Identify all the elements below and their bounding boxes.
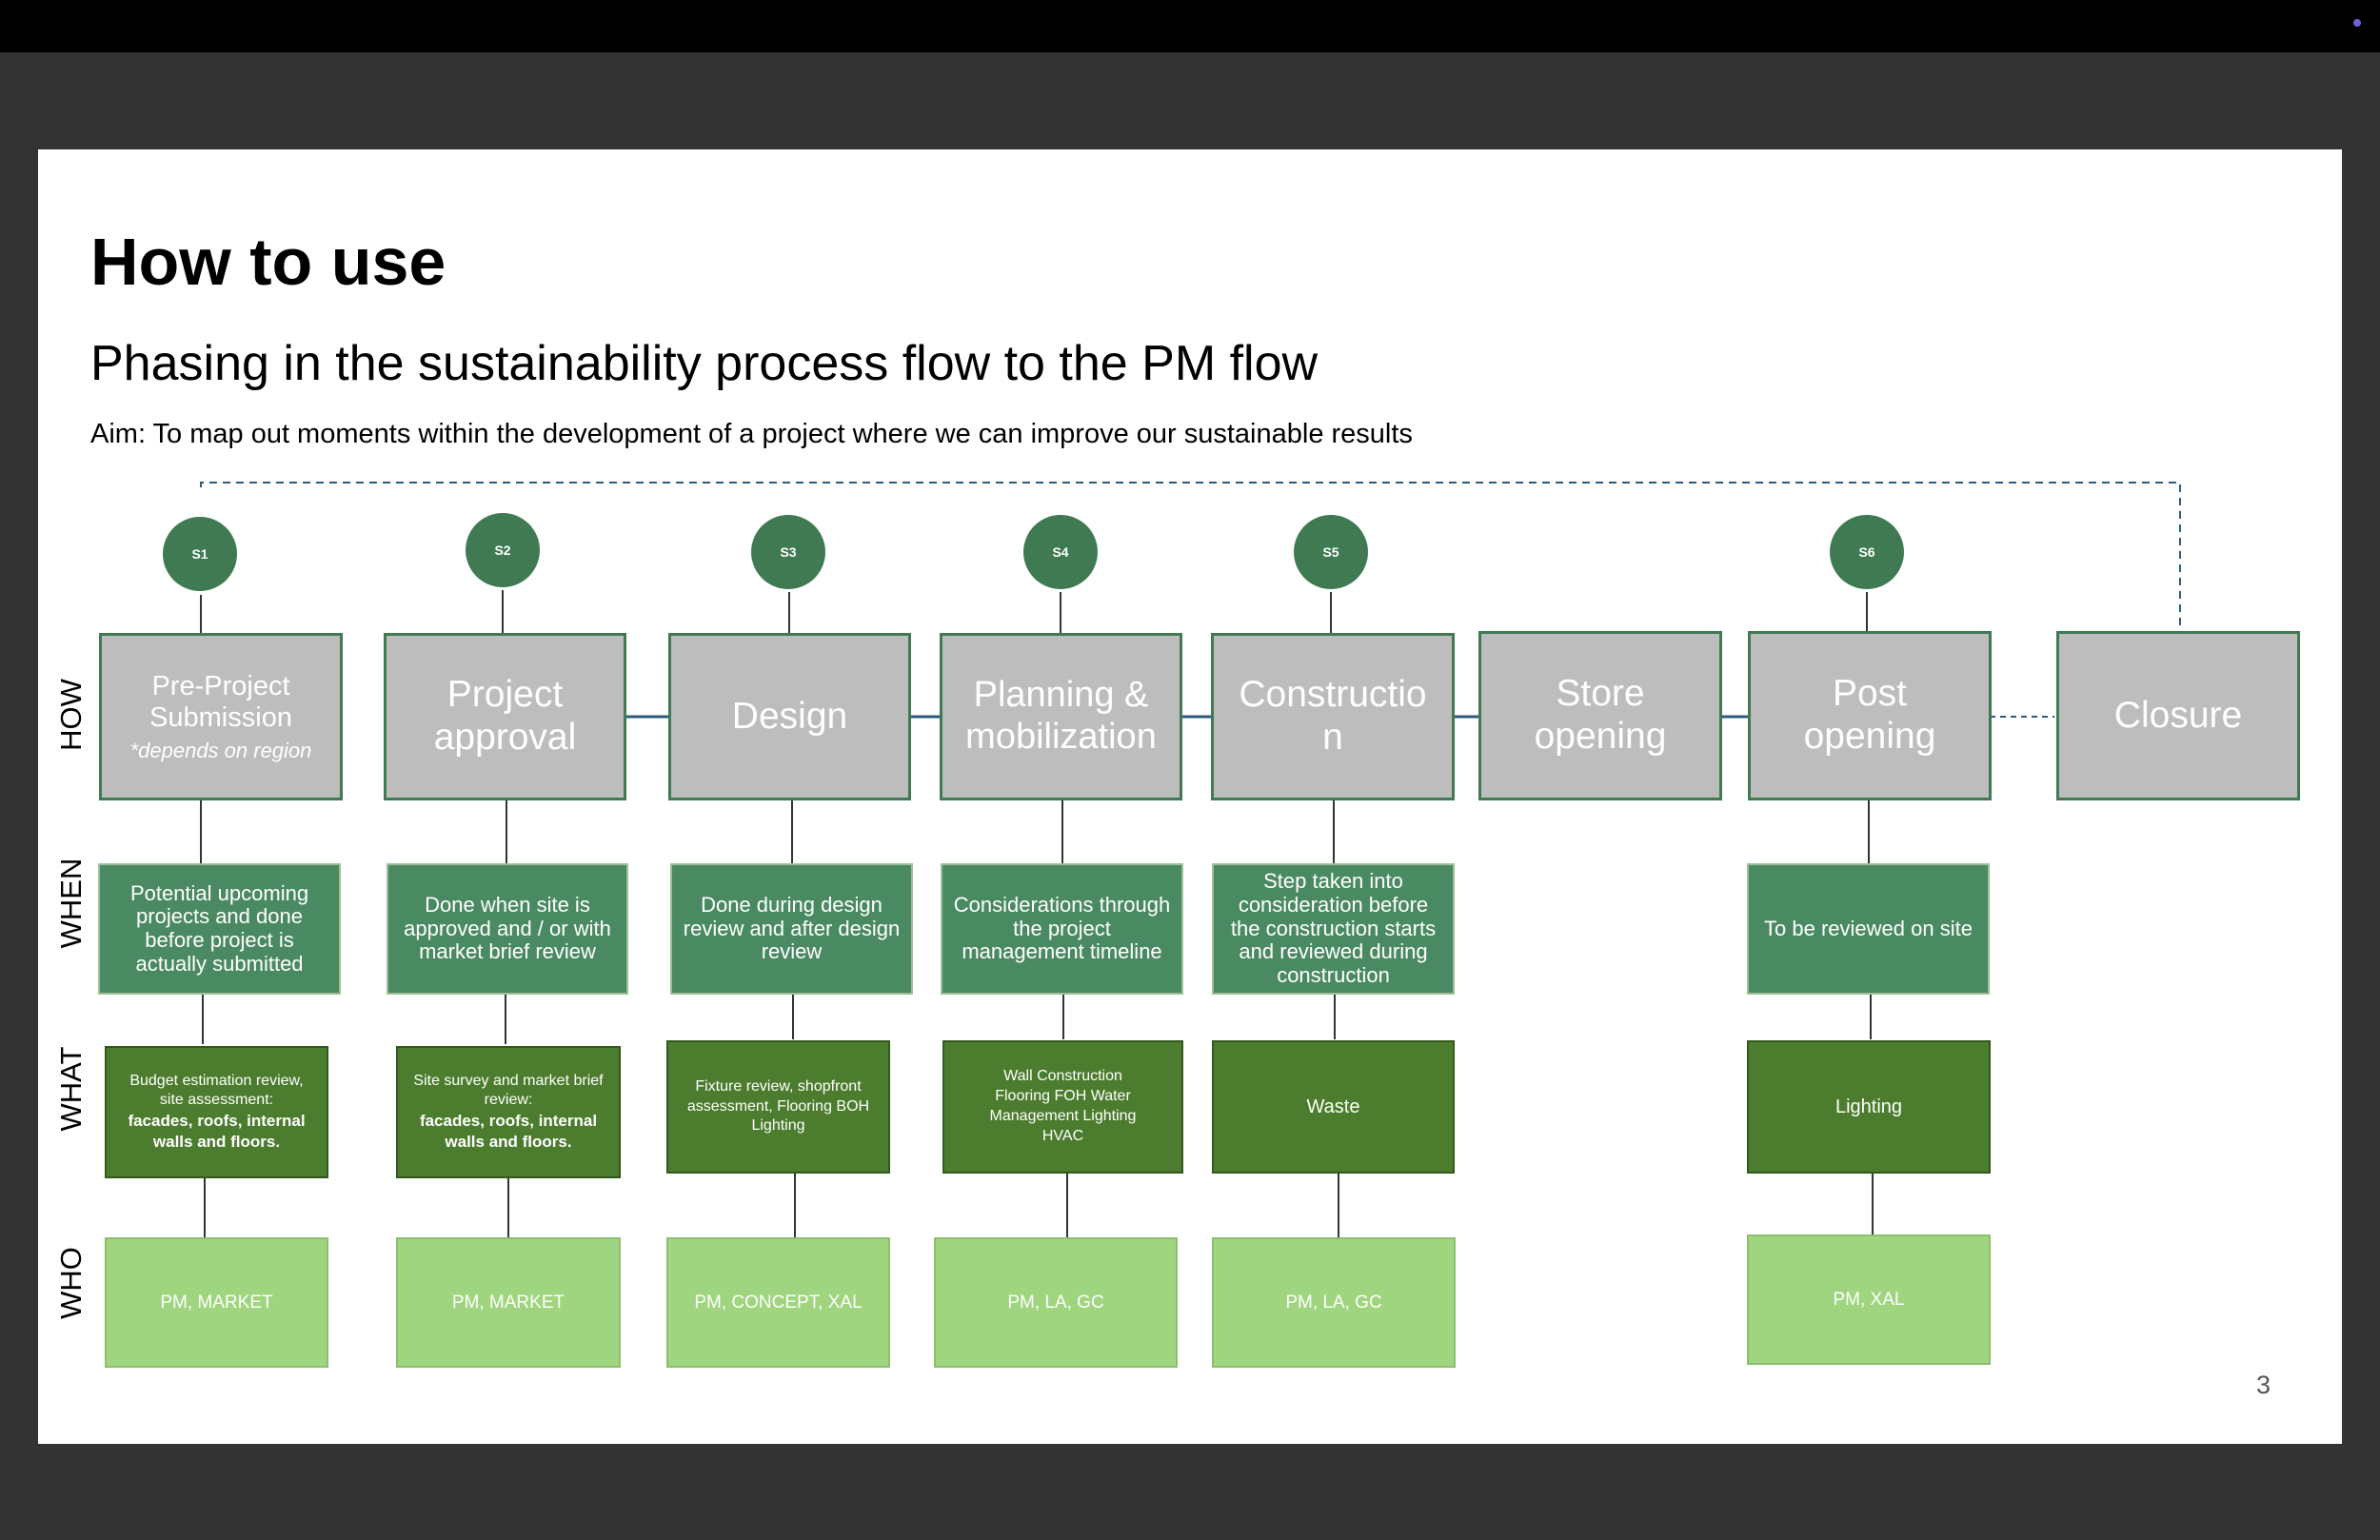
what-text: Waste	[1306, 1096, 1360, 1117]
slide-title: How to use	[90, 225, 446, 299]
phase-design: Design	[668, 633, 911, 800]
slide: How to use Phasing in the sustainability…	[38, 149, 2342, 1444]
phase-label: Pre-Project Submission	[149, 671, 292, 734]
phase-label: Planning & mobilization	[965, 675, 1157, 757]
step-circle-s1: S1	[163, 517, 237, 591]
step-circle-s2: S2	[466, 513, 540, 587]
aim-text: Aim: To map out moments within the devel…	[90, 419, 1413, 449]
step-circle-s5: S5	[1294, 515, 1368, 589]
top-bar	[0, 0, 2380, 52]
what-text: Fixture review, shopfront assessment, Fl…	[686, 1077, 870, 1135]
what-strong-text: facades, roofs, internal walls and floor…	[419, 1112, 598, 1152]
what-box-planning: Wall Construction Flooring FOH Water Man…	[942, 1040, 1183, 1174]
phase-label: Closure	[2113, 694, 2243, 736]
phase-label: Design	[731, 695, 848, 737]
when-box-planning: Considerations through the project manag…	[941, 863, 1183, 995]
what-box-construction: Waste	[1212, 1040, 1455, 1174]
loop-connector	[200, 482, 2181, 630]
what-box-post-opening: Lighting	[1747, 1040, 1991, 1174]
when-box-pre-project: Potential upcoming projects and done bef…	[98, 863, 341, 995]
phase-store-opening: Store opening	[1478, 631, 1722, 800]
what-text: Site survey and market brief review:	[413, 1072, 604, 1109]
when-box-construction: Step taken into consideration before the…	[1212, 863, 1455, 995]
who-box-post-opening: PM, XAL	[1747, 1234, 1991, 1365]
row-label-when: WHEN	[54, 858, 88, 949]
phase-pre-project-submission: Pre-Project Submission *depends on regio…	[99, 633, 343, 800]
phase-label: Store opening	[1534, 673, 1667, 757]
what-box-design: Fixture review, shopfront assessment, Fl…	[666, 1040, 890, 1174]
phase-label: Post opening	[1803, 673, 1936, 757]
step-circle-s4: S4	[1023, 515, 1098, 589]
flow-connectors	[200, 482, 2181, 1237]
when-box-post-opening: To be reviewed on site	[1747, 863, 1990, 995]
row-label-who: WHO	[54, 1247, 88, 1319]
what-text: Budget estimation review, site assessmen…	[129, 1072, 304, 1109]
phase-label: Project approval	[433, 674, 577, 758]
when-box-design: Done during design review and after desi…	[670, 863, 913, 995]
phase-note: *depends on region	[129, 738, 312, 762]
when-box-project-approval: Done when site is approved and / or with…	[387, 863, 628, 995]
phase-project-approval: Project approval	[384, 633, 626, 800]
step-circle-s6: S6	[1830, 515, 1904, 589]
phase-post-opening: Post opening	[1748, 631, 1992, 800]
who-box-construction: PM, LA, GC	[1212, 1237, 1456, 1368]
phase-construction: Constructio n	[1211, 633, 1455, 800]
who-box-planning: PM, LA, GC	[934, 1237, 1178, 1368]
page-number: 3	[2256, 1371, 2271, 1399]
row-label-what: WHAT	[54, 1046, 88, 1132]
what-box-project-approval: Site survey and market brief review: fac…	[396, 1046, 621, 1178]
phase-closure: Closure	[2056, 631, 2300, 800]
status-dot-icon	[2353, 19, 2361, 27]
who-box-project-approval: PM, MARKET	[396, 1237, 621, 1368]
slide-subtitle: Phasing in the sustainability process fl…	[90, 336, 1319, 391]
step-circle-s3: S3	[751, 515, 825, 589]
who-box-design: PM, CONCEPT, XAL	[666, 1237, 890, 1368]
phase-label: Constructio n	[1239, 674, 1427, 758]
who-box-pre-project: PM, MARKET	[105, 1237, 328, 1368]
what-text: Wall Construction Flooring FOH Water Man…	[989, 1068, 1137, 1144]
what-strong-text: facades, roofs, internal walls and floor…	[128, 1112, 306, 1152]
what-text: Lighting	[1835, 1096, 1903, 1117]
row-label-how: HOW	[54, 679, 88, 751]
phase-planning-mobilization: Planning & mobilization	[940, 633, 1182, 800]
what-box-pre-project: Budget estimation review, site assessmen…	[105, 1046, 328, 1178]
